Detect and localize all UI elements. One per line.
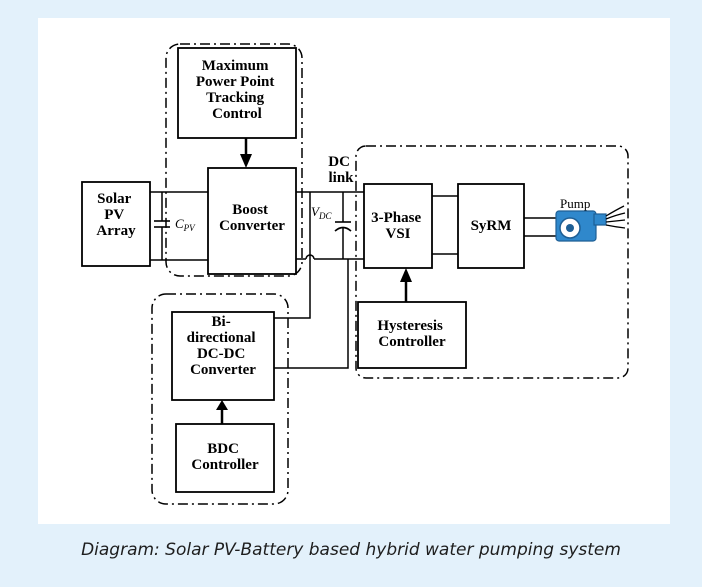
vdc-label: VDC	[311, 204, 332, 221]
syrm-box	[457, 183, 525, 269]
bdc-top-link	[274, 192, 311, 319]
hysteresis-box	[357, 301, 467, 369]
mppt-boost-region	[165, 43, 303, 277]
vsi-box	[363, 183, 433, 269]
bdc-arrow-head	[216, 400, 228, 410]
diagram-caption: Diagram: Solar PV-Battery based hybrid w…	[81, 540, 621, 560]
pump-icon	[555, 205, 626, 242]
pump-label: Pump	[560, 196, 590, 211]
cpv-capacitor-icon	[154, 220, 170, 228]
hysteresis-controller-label: Hysteresis Controller	[377, 318, 446, 350]
hysteresis-arrow-head	[400, 268, 412, 282]
bdc-converter-label: Bi- directional DC-DC Converter	[187, 314, 260, 378]
syrm-label: SyRM	[471, 218, 512, 234]
bdc-converter-box	[171, 311, 275, 401]
boost-converter-box	[207, 167, 297, 275]
cpv-label: CPV	[175, 216, 196, 233]
diagram-canvas: Solar PV Array Maximum Power Point Track…	[38, 18, 670, 524]
bdc-region	[151, 293, 289, 505]
mppt-label: Maximum Power Point Tracking Control	[196, 58, 278, 122]
bdc-controller-box	[175, 423, 275, 493]
bdc-controller-label: BDC Controller	[191, 441, 259, 473]
vsi-label: 3-Phase VSI	[371, 210, 425, 242]
mppt-box	[177, 47, 297, 139]
motor-drive-region	[355, 145, 629, 379]
boost-converter-label: Boost Converter	[219, 202, 285, 234]
mppt-arrow-head	[240, 154, 252, 168]
solar-pv-array-box	[81, 181, 151, 267]
cdc-capacitor-icon	[334, 221, 352, 232]
solar-pv-array-label: Solar PV Array	[96, 191, 136, 239]
dc-link-label: DC link	[328, 154, 354, 186]
bdc-bottom-link	[274, 259, 349, 369]
system-diagram: Solar PV Array Maximum Power Point Track…	[81, 43, 629, 505]
